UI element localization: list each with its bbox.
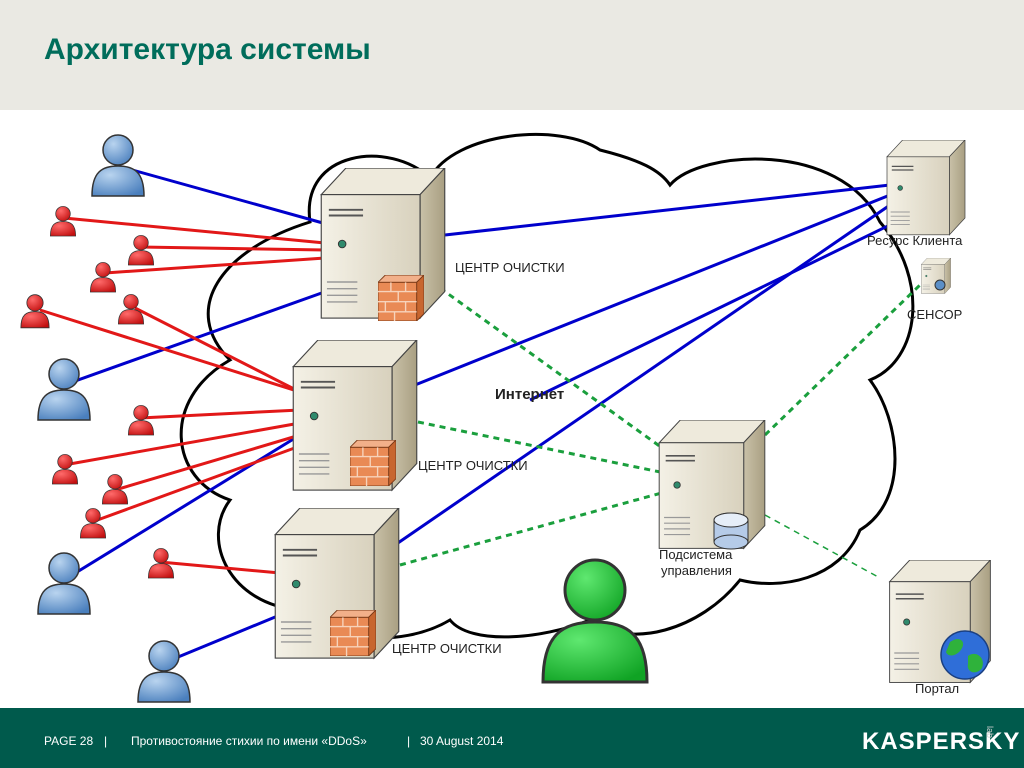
management-link — [399, 490, 666, 567]
attacker-icon — [127, 405, 155, 436]
legit-traffic-link — [165, 613, 281, 664]
cleaning-center-2 — [292, 340, 418, 492]
legit-user-icon — [137, 640, 191, 703]
page-number: PAGE 28 — [44, 734, 94, 748]
attack-traffic-link — [114, 433, 301, 492]
attack-traffic-link — [39, 308, 301, 394]
footer-bar: PAGE 28 | Противостояние стихии по имени… — [0, 708, 1024, 768]
cleaning-center-3 — [274, 508, 400, 660]
cleaning-center-2-label: ЦЕНТР ОЧИСТКИ — [418, 458, 528, 473]
management-link — [439, 286, 666, 452]
attacker-icon — [127, 235, 155, 266]
sensor-label: СЕНСОР — [907, 307, 962, 322]
kaspersky-logo: KASPERSKY — [862, 728, 1021, 755]
footer-separator: | — [104, 734, 108, 748]
legit-user-icon — [91, 134, 145, 197]
attack-traffic-link — [104, 256, 326, 275]
globe-icon — [940, 630, 990, 680]
legit-traffic-link — [117, 164, 331, 227]
legit-traffic-link — [529, 218, 901, 402]
management-link — [763, 283, 922, 437]
attack-traffic-link — [91, 444, 301, 524]
attack-traffic-link — [134, 306, 301, 394]
portal-label: Портал — [915, 681, 959, 696]
attacker-icon — [101, 474, 129, 505]
attacker-icon — [49, 206, 77, 237]
kaspersky-logo-lab: lab — [985, 726, 995, 739]
attack-traffic-link — [63, 216, 326, 245]
management-link — [417, 420, 666, 475]
header-bar: Архитектура системы — [0, 0, 1024, 110]
legit-traffic-link — [444, 183, 891, 237]
database-icon — [713, 512, 749, 550]
attacker-icon — [79, 508, 107, 539]
presentation-title: Противостояние стихии по имени «DDoS» — [131, 734, 367, 748]
page-title: Архитектура системы — [44, 33, 371, 66]
cleaning-center-1-label: ЦЕНТР ОЧИСТКИ — [455, 260, 565, 275]
client-resource-label: Ресурс Клиента — [867, 233, 963, 248]
sensor-device — [921, 258, 951, 294]
client-resource-server — [886, 140, 966, 236]
attack-traffic-link — [139, 245, 326, 252]
attacker-icon — [89, 262, 117, 293]
management-label-line2: управления — [661, 563, 732, 578]
attack-traffic-link — [159, 560, 281, 575]
legit-user-icon — [37, 358, 91, 421]
footer-separator: | — [407, 734, 411, 748]
internet-label: Интернет — [495, 386, 564, 403]
management-subsystem — [658, 420, 766, 550]
attack-traffic-link — [139, 408, 301, 420]
management-label-line1: Подсистема — [659, 547, 733, 562]
presentation-date: 30 August 2014 — [420, 734, 504, 748]
legit-traffic-link — [394, 203, 891, 547]
portal-server — [888, 560, 992, 684]
cleaning-center-1 — [320, 168, 446, 321]
legit-traffic-link — [63, 288, 331, 387]
architecture-diagram: ЦЕНТР ОЧИСТКИ ЦЕНТР ОЧИСТКИ ЦЕНТР ОЧИСТК… — [20, 133, 992, 703]
legit-user-icon — [37, 552, 91, 615]
legit-traffic-link — [414, 193, 891, 387]
cleaning-center-3-label: ЦЕНТР ОЧИСТКИ — [392, 641, 502, 656]
attack-traffic-link — [63, 421, 301, 467]
attacker-icon — [51, 454, 79, 485]
user-badge-icon — [934, 279, 946, 291]
